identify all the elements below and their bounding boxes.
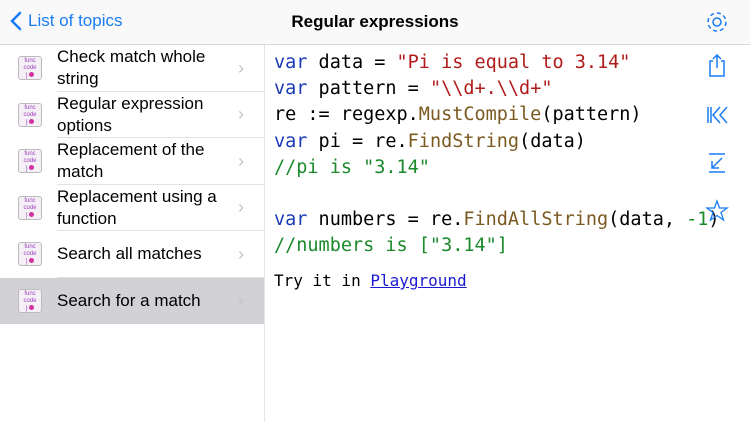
page-title: Regular expressions xyxy=(291,12,459,31)
topic-label: Replacement using a function xyxy=(57,186,217,228)
try-it-text: Try it in Playground xyxy=(274,271,467,290)
nav-bar: List of topics Regular expressions xyxy=(0,0,750,45)
star-icon[interactable] xyxy=(704,198,730,224)
download-icon[interactable] xyxy=(704,150,730,176)
share-icon[interactable] xyxy=(704,52,730,78)
jump-to-start-icon[interactable] xyxy=(704,102,730,128)
chevron-right-icon: › xyxy=(238,290,244,311)
back-label: List of topics xyxy=(28,11,123,30)
topic-label: Search all matches xyxy=(57,244,202,264)
divider xyxy=(57,137,264,138)
gear-icon[interactable] xyxy=(704,9,730,35)
topic-label: Search for a match xyxy=(57,290,201,310)
playground-link[interactable]: Playground xyxy=(370,271,467,290)
chevron-right-icon: › xyxy=(238,243,244,264)
divider xyxy=(57,90,264,92)
divider xyxy=(57,183,264,185)
chevron-right-icon: › xyxy=(238,150,244,171)
back-button[interactable]: List of topics xyxy=(10,11,123,31)
topic-label: Regular expression options xyxy=(57,93,204,135)
chevron-right-icon: › xyxy=(238,57,244,78)
divider xyxy=(57,276,264,278)
chevron-right-icon: › xyxy=(238,104,244,125)
chevron-right-icon: › xyxy=(238,197,244,218)
topic-label: Replacement of the match xyxy=(57,140,205,182)
topic-label: Check match whole string xyxy=(57,47,206,89)
code-view: var data = "Pi is equal to 3.14" var pat… xyxy=(274,52,720,257)
divider xyxy=(57,230,264,231)
chevron-left-icon xyxy=(10,11,22,31)
